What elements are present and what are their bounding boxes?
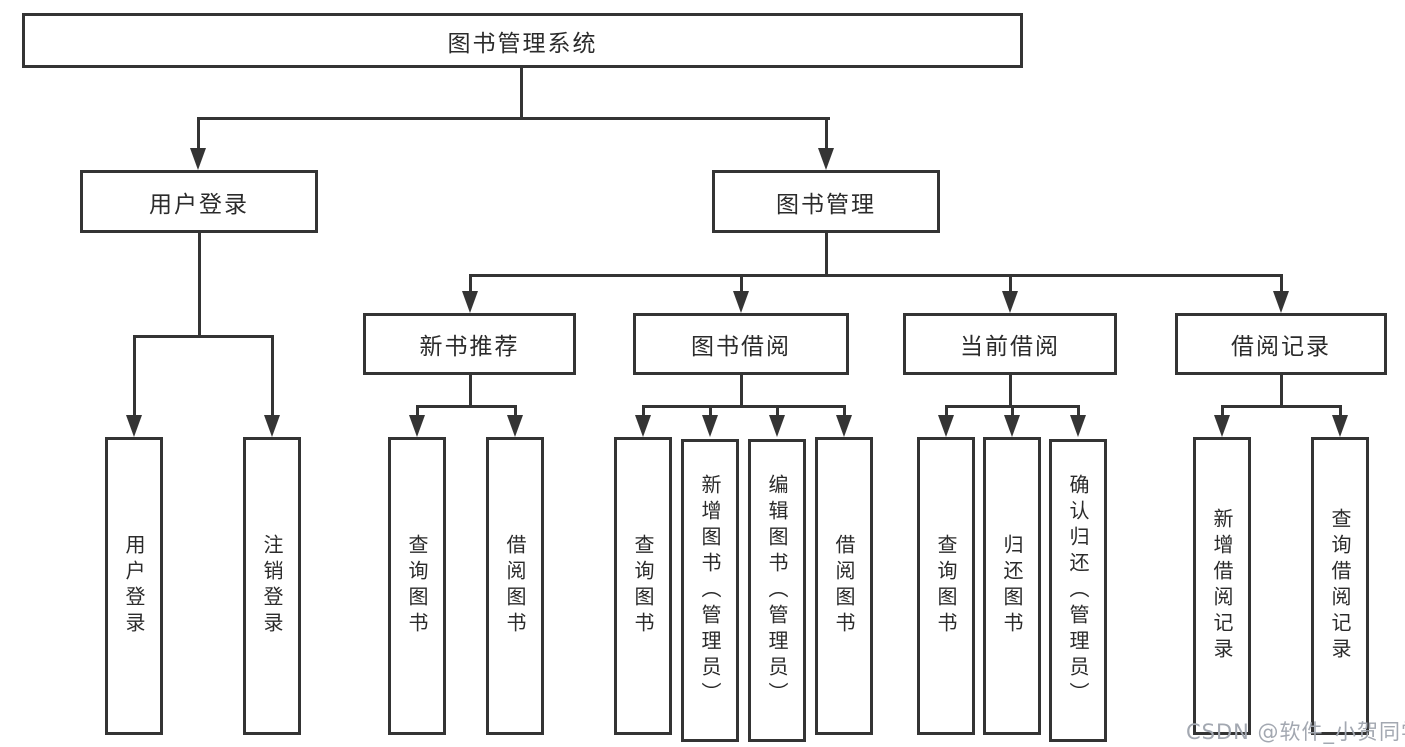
leaf-confirm-return-admin: 确认归还（管理员） xyxy=(1049,439,1107,742)
connector-line xyxy=(133,335,274,338)
arrow-down-icon xyxy=(1214,415,1230,437)
connector-line xyxy=(469,274,1283,277)
connector-line xyxy=(520,68,523,120)
connector-line xyxy=(825,233,828,277)
node-book-management: 图书管理 xyxy=(712,170,940,233)
arrow-down-icon xyxy=(190,148,206,170)
connector-line xyxy=(469,274,472,295)
connector-line xyxy=(1077,405,1080,419)
leaf-query-book-current: 查询图书 xyxy=(917,437,975,735)
arrow-down-icon xyxy=(462,291,478,313)
connector-line xyxy=(1221,405,1224,419)
connector-line xyxy=(740,375,743,408)
leaf-query-book-recommend: 查询图书 xyxy=(388,437,446,735)
leaf-return-book: 归还图书 xyxy=(983,437,1041,735)
leaf-logout: 注销登录 xyxy=(243,437,301,735)
connector-line xyxy=(776,405,779,419)
arrow-down-icon xyxy=(938,415,954,437)
arrow-down-icon xyxy=(126,415,142,437)
connector-line xyxy=(1009,274,1012,295)
connector-line xyxy=(1280,274,1283,295)
arrow-down-icon xyxy=(1004,415,1020,437)
node-borrow-records: 借阅记录 xyxy=(1175,313,1387,375)
arrow-down-icon xyxy=(507,415,523,437)
node-root-library-system: 图书管理系统 xyxy=(22,13,1023,68)
arrow-down-icon xyxy=(1332,415,1348,437)
arrow-down-icon xyxy=(733,291,749,313)
connector-line xyxy=(416,405,419,419)
connector-line xyxy=(133,335,136,418)
connector-line xyxy=(198,233,201,338)
node-book-borrow: 图书借阅 xyxy=(633,313,849,375)
connector-line xyxy=(514,405,517,419)
connector-line xyxy=(843,405,846,419)
arrow-down-icon xyxy=(264,415,280,437)
connector-line xyxy=(740,274,743,295)
connector-line xyxy=(709,405,712,419)
connector-line xyxy=(271,335,274,418)
connector-line xyxy=(1221,405,1342,408)
node-new-book-recommend: 新书推荐 xyxy=(363,313,576,375)
connector-line xyxy=(1339,405,1342,419)
arrow-down-icon xyxy=(1070,415,1086,437)
leaf-borrow-book: 借阅图书 xyxy=(815,437,873,735)
connector-line xyxy=(825,117,828,151)
connector-line xyxy=(642,405,645,419)
arrow-down-icon xyxy=(769,415,785,437)
leaf-user-login: 用户登录 xyxy=(105,437,163,735)
leaf-query-book-borrow: 查询图书 xyxy=(614,437,672,735)
node-user-login: 用户登录 xyxy=(80,170,318,233)
arrow-down-icon xyxy=(1002,291,1018,313)
leaf-add-book-admin: 新增图书（管理员） xyxy=(681,439,739,742)
node-current-borrow: 当前借阅 xyxy=(903,313,1117,375)
arrow-down-icon xyxy=(1273,291,1289,313)
csdn-watermark: CSDN @软件_小贺同学 xyxy=(1186,720,1405,744)
connector-line xyxy=(469,375,472,408)
connector-line xyxy=(642,405,846,408)
arrow-down-icon xyxy=(409,415,425,437)
connector-line xyxy=(1009,375,1012,408)
arrow-down-icon xyxy=(836,415,852,437)
leaf-query-borrow-record: 查询借阅记录 xyxy=(1311,437,1369,735)
connector-line xyxy=(416,405,517,408)
connector-line xyxy=(197,117,830,120)
leaf-borrow-book-recommend: 借阅图书 xyxy=(486,437,544,735)
connector-line xyxy=(945,405,948,419)
connector-line xyxy=(1011,405,1014,419)
leaf-edit-book-admin: 编辑图书（管理员） xyxy=(748,439,806,742)
arrow-down-icon xyxy=(635,415,651,437)
connector-line xyxy=(197,117,200,151)
arrow-down-icon xyxy=(818,148,834,170)
connector-line xyxy=(1280,375,1283,408)
arrow-down-icon xyxy=(702,415,718,437)
leaf-add-borrow-record: 新增借阅记录 xyxy=(1193,437,1251,735)
